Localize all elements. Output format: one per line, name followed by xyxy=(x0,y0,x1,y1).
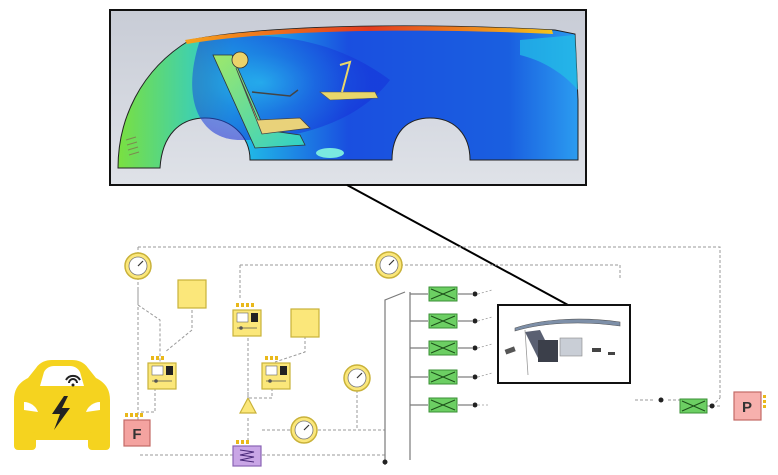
controller-block-right[interactable] xyxy=(261,356,291,390)
thermal-mass-block-right[interactable] xyxy=(290,308,320,338)
valve-2[interactable] xyxy=(428,313,458,329)
lightning-bolt-icon xyxy=(52,396,70,430)
valve-1[interactable] xyxy=(428,286,458,302)
controller-block-left[interactable] xyxy=(147,356,177,390)
fuel-block-label: F xyxy=(132,426,141,443)
electric-car-icon xyxy=(14,360,110,450)
callout-line xyxy=(346,184,569,306)
gauge-left[interactable] xyxy=(124,252,152,280)
gauge-middle[interactable] xyxy=(343,364,371,392)
power-block-label: P xyxy=(742,399,752,416)
valve-6[interactable] xyxy=(679,398,708,414)
outlet-nodes xyxy=(382,291,715,465)
power-block[interactable]: P xyxy=(733,391,766,421)
thermal-mass-block-left[interactable] xyxy=(177,279,207,309)
amplifier-triangle[interactable] xyxy=(239,392,257,414)
cfd-simulation-panel xyxy=(109,9,587,186)
valve-4[interactable] xyxy=(428,369,458,385)
fuel-block[interactable]: F xyxy=(123,413,151,447)
coolant-bus xyxy=(384,291,472,465)
heater-block[interactable] xyxy=(232,440,262,467)
valve-3[interactable] xyxy=(428,340,458,356)
cabin-3d-inset xyxy=(497,304,631,384)
gauge-bottom[interactable] xyxy=(290,416,318,444)
gauge-top[interactable] xyxy=(375,251,403,279)
controller-block-upper[interactable] xyxy=(232,303,262,337)
valve-5[interactable] xyxy=(428,397,458,413)
wireless-signal-icon xyxy=(65,374,81,384)
outlet-wires xyxy=(477,289,493,406)
